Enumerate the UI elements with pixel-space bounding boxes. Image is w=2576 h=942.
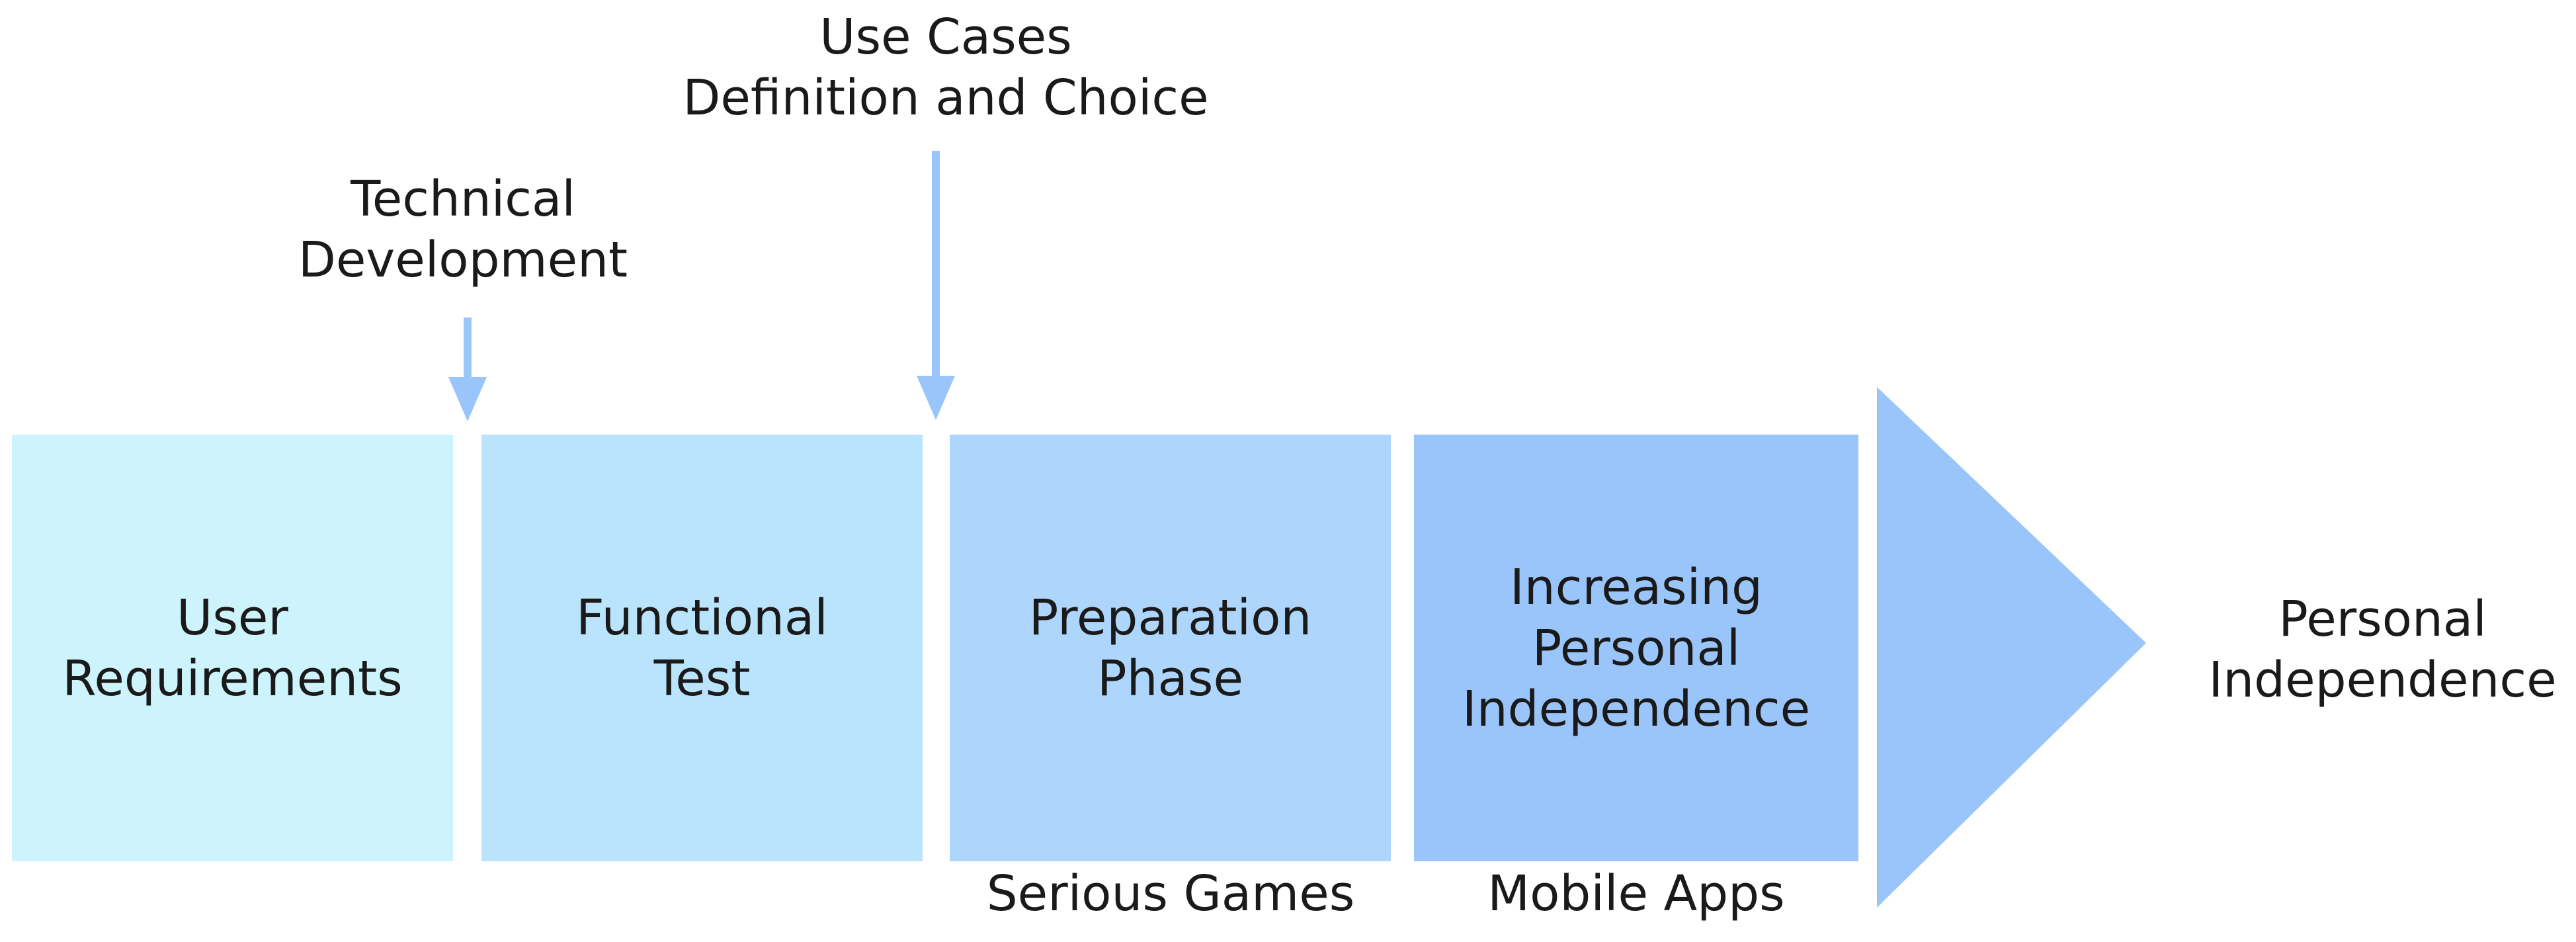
use-cases-label: Use Cases Definition and Choice — [683, 9, 1209, 126]
technical-development-label: Technical Development — [298, 171, 628, 288]
technical-development-arrow-icon — [448, 318, 487, 421]
use-cases-arrow-icon — [917, 151, 955, 420]
final-outcome-label: Personal Independence — [2208, 591, 2557, 708]
stage-user-requirements-label: User Requirements — [62, 589, 403, 707]
stage-functional-test: Functional Test — [481, 435, 923, 861]
stage-preparation-phase: Preparation Phase — [950, 435, 1391, 861]
stage-increasing-independence: Increasing Personal Independence — [1414, 435, 1858, 861]
stage-preparation-phase-label: Preparation Phase — [1028, 589, 1312, 707]
stage-increasing-independence-label: Increasing Personal Independence — [1462, 558, 1811, 738]
stage-functional-test-label: Functional Test — [576, 589, 828, 707]
final-arrow — [1877, 387, 2146, 908]
mobile-apps-label: Mobile Apps — [1487, 865, 1785, 922]
stage-user-requirements: User Requirements — [12, 435, 453, 861]
serious-games-label: Serious Games — [986, 865, 1355, 922]
